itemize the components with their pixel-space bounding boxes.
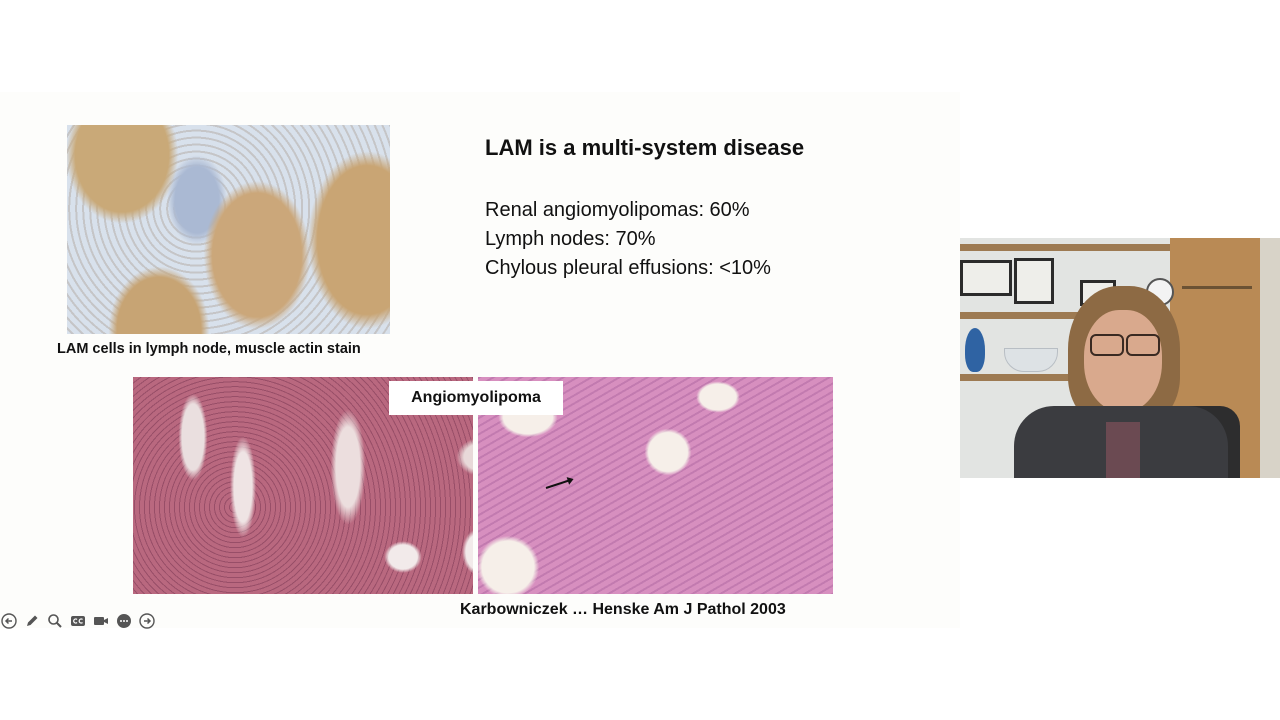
speaker-face <box>1084 310 1162 412</box>
camera-button[interactable] <box>92 612 110 630</box>
cc-icon <box>71 616 85 626</box>
zoom-button[interactable] <box>46 612 64 630</box>
citation: Karbowniczek … Henske Am J Pathol 2003 <box>460 601 786 618</box>
previous-slide-button[interactable] <box>0 612 18 630</box>
pen-icon <box>27 615 38 626</box>
arrow-left-icon <box>1 613 17 629</box>
lam-image-caption: LAM cells in lymph node, muscle actin st… <box>57 341 361 357</box>
pen-tool-button[interactable] <box>23 612 41 630</box>
glasses-lens <box>1090 334 1124 356</box>
zoom-icon <box>48 614 62 628</box>
speaker-webcam-video <box>960 238 1280 478</box>
stat-item: Renal angiomyolipomas: 60% <box>485 199 750 221</box>
coat-hooks <box>1182 286 1252 289</box>
more-options-button[interactable] <box>115 612 133 630</box>
slide-title: LAM is a multi-system disease <box>485 135 805 160</box>
stat-list: Renal angiomyolipomas: 60% Lymph nodes: … <box>485 196 771 283</box>
stat-item: Chylous pleural effusions: <10% <box>485 257 771 279</box>
presentation-toolbar <box>0 611 156 631</box>
wall-frame <box>1014 258 1054 304</box>
shelf <box>960 312 1170 319</box>
lymph-node-histology-image <box>67 125 390 334</box>
angiomyolipoma-label: Angiomyolipoma <box>389 381 563 415</box>
vase <box>965 328 985 372</box>
stat-item: Lymph nodes: 70% <box>485 228 656 250</box>
camera-icon <box>94 617 108 625</box>
angiomyolipoma-histology-right-image <box>478 377 833 594</box>
next-slide-button[interactable] <box>138 612 156 630</box>
subtitles-button[interactable] <box>69 612 87 630</box>
more-icon <box>117 614 131 628</box>
bowl <box>1004 348 1058 372</box>
speaker-shirt <box>1106 422 1140 478</box>
arrow-right-icon <box>139 613 155 629</box>
shelf <box>960 244 1170 251</box>
shelf <box>960 374 1090 381</box>
glasses-lens <box>1126 334 1160 356</box>
wall-frame <box>960 260 1012 296</box>
